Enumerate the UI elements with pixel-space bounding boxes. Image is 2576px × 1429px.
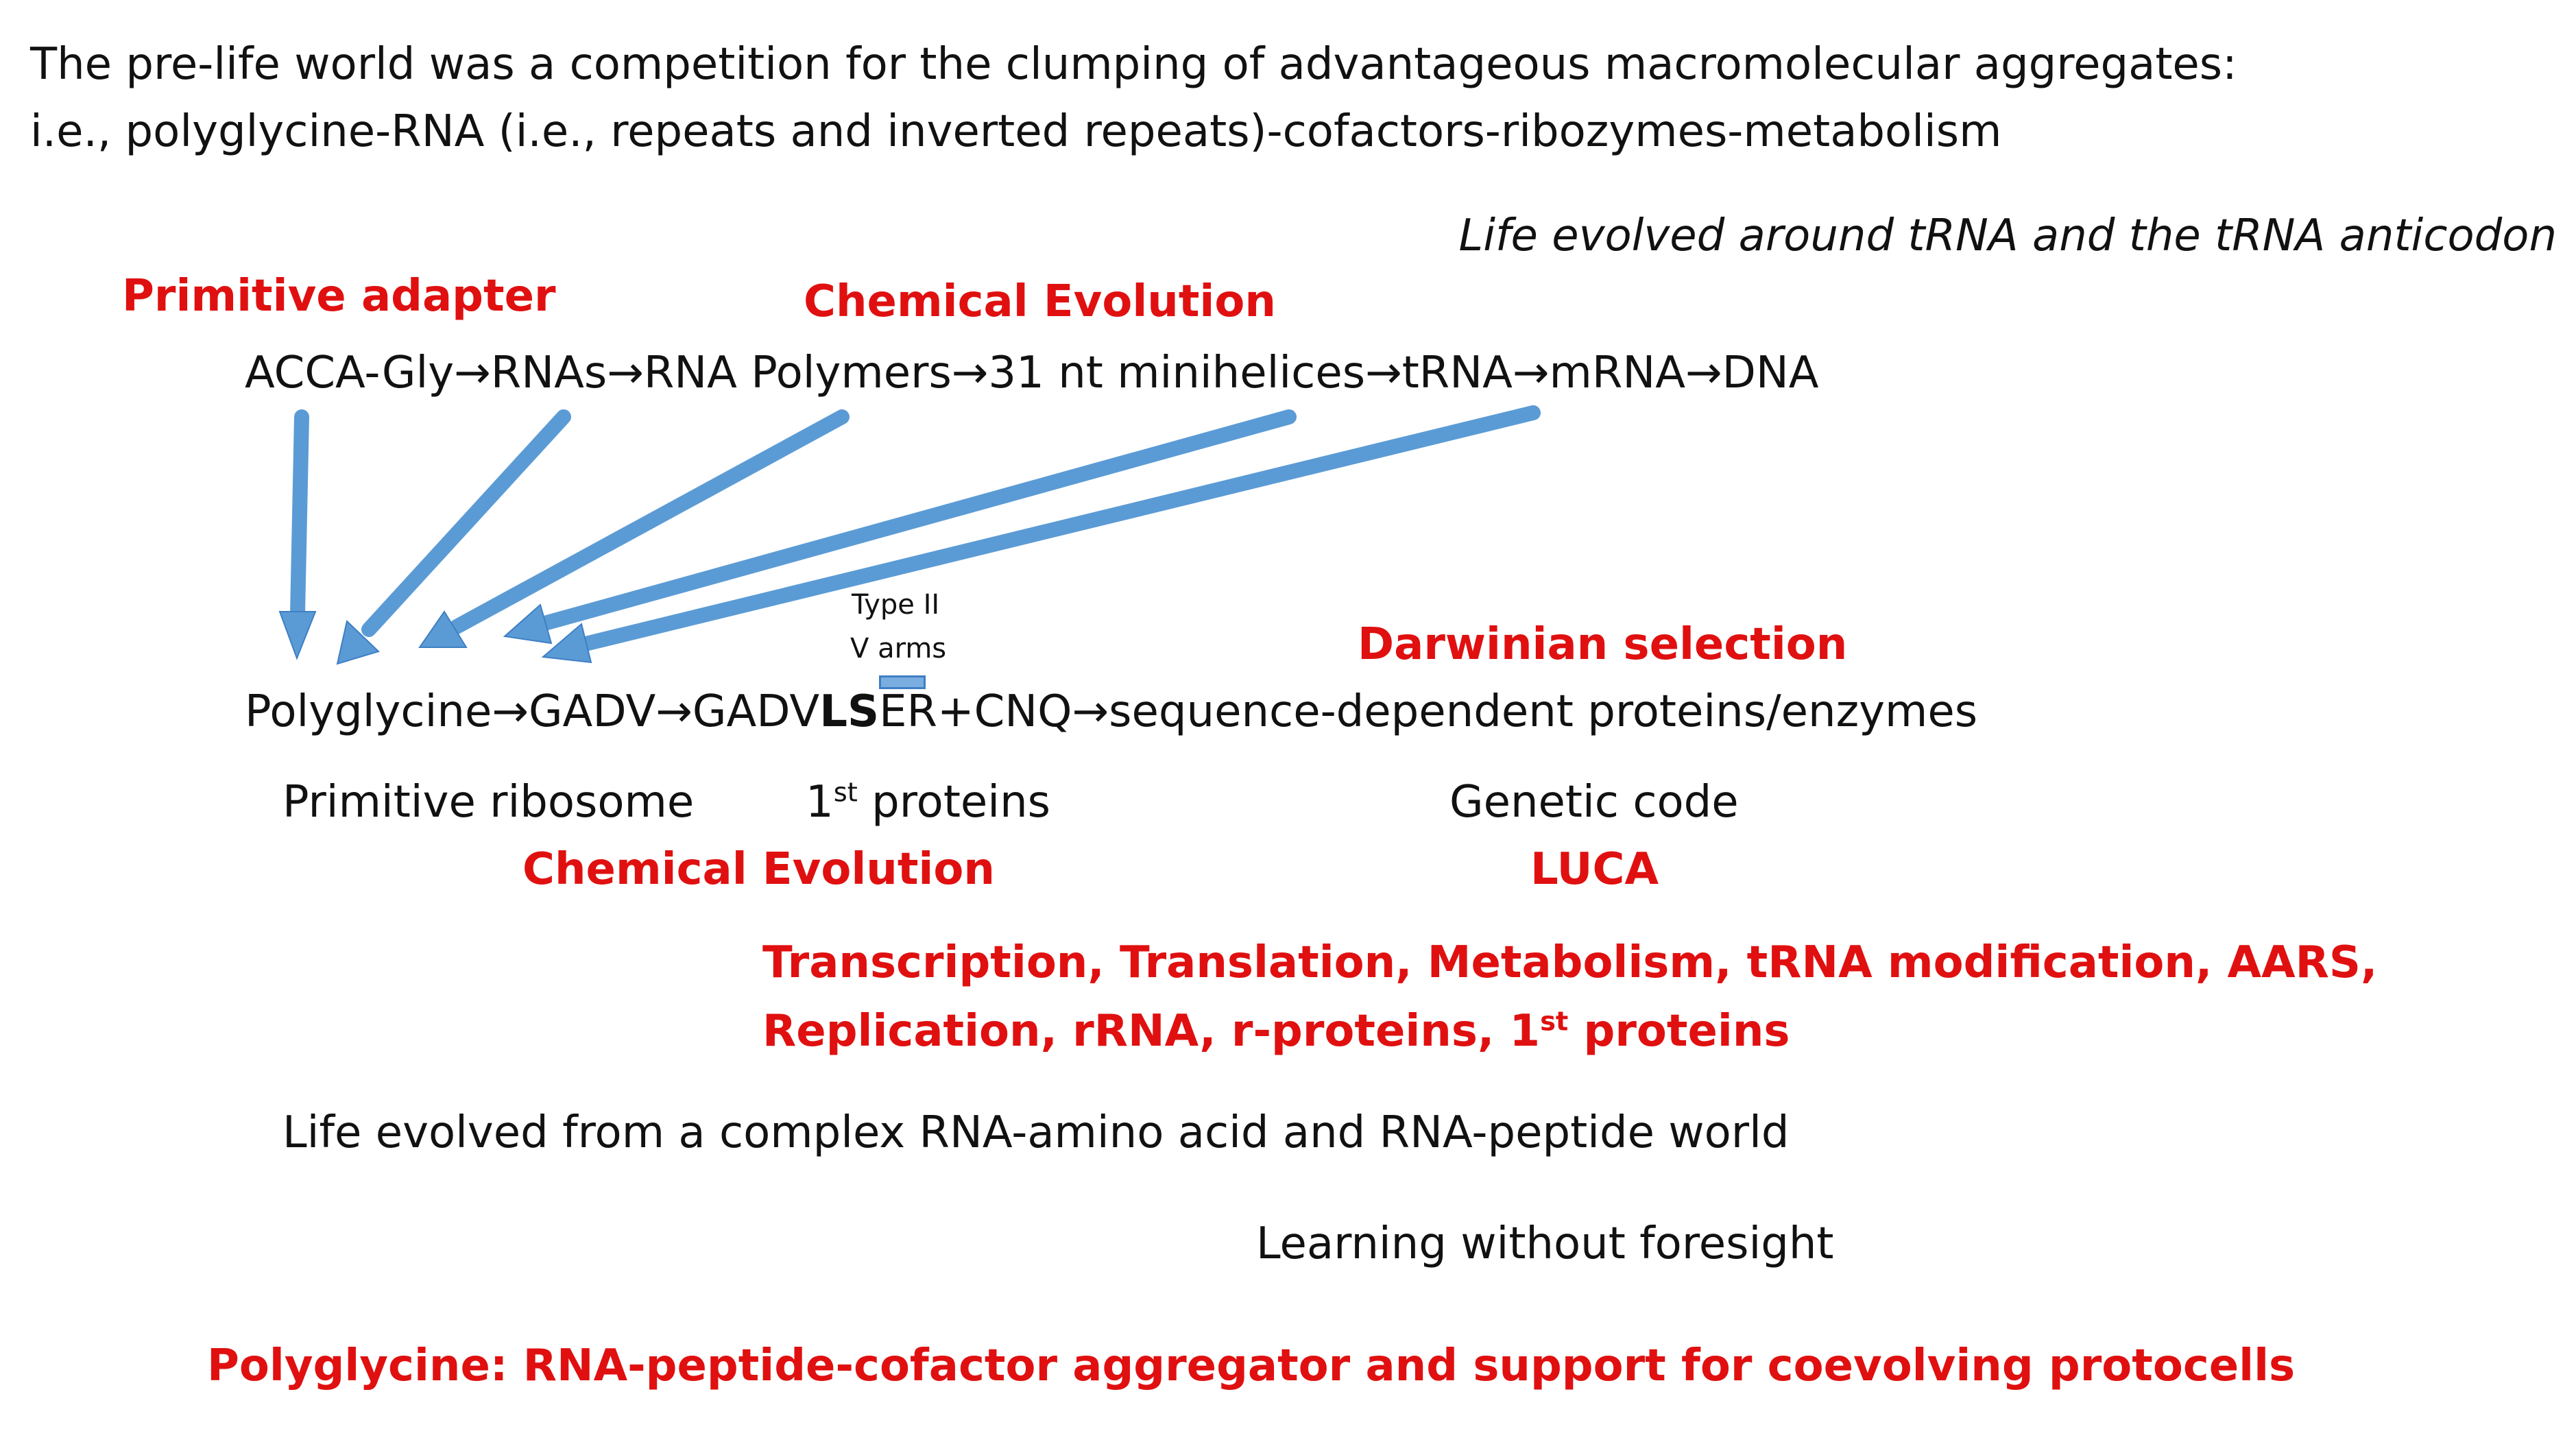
chemical-evolution-top-label: Chemical Evolution bbox=[804, 276, 1276, 327]
first-proteins-label: 1st proteins bbox=[806, 777, 1050, 828]
arrow-acca-to-polyglycine bbox=[278, 409, 317, 660]
arrow-rnapolymers-to-polyglycine bbox=[418, 409, 850, 648]
chemical-evolution-bottom-label: Chemical Evolution bbox=[522, 844, 995, 895]
v-arms-label: V arms bbox=[850, 633, 947, 664]
life-evolved-text: Life evolved from a complex RNA-amino ac… bbox=[282, 1107, 1790, 1158]
footer-text: Polyglycine: RNA-peptide-cofactor aggreg… bbox=[207, 1341, 2296, 1391]
learning-text: Learning without foresight bbox=[1256, 1218, 1834, 1269]
header-line-1: The pre-life world was a competition for… bbox=[30, 39, 2237, 90]
v-arms-marker bbox=[879, 675, 926, 689]
processes-line-2: Replication, rRNA, r-proteins, 1st prote… bbox=[762, 1006, 1790, 1057]
protein-chain: Polyglycine→GADV→GADVLSER+CNQ→sequence-d… bbox=[245, 690, 1977, 734]
protein-chain-bold: LS bbox=[819, 686, 880, 737]
protein-chain-part2: ER+CNQ→sequence-dependent proteins/enzym… bbox=[879, 686, 1978, 737]
arrow-trna-to-polyglycine bbox=[541, 405, 1541, 664]
protein-chain-part1: Polyglycine→GADV→GADV bbox=[245, 686, 820, 737]
arrow-minihelices-to-polyglycine bbox=[503, 409, 1297, 645]
type-ii-label: Type II bbox=[852, 589, 940, 621]
genetic-code-label: Genetic code bbox=[1449, 777, 1739, 828]
darwinian-selection-label: Darwinian selection bbox=[1358, 619, 1848, 670]
header-line-2: i.e., polyglycine-RNA (i.e., repeats and… bbox=[30, 106, 2002, 157]
arrow-rnas-to-polyglycine bbox=[336, 409, 571, 665]
italic-note: Life evolved around tRNA and the tRNA an… bbox=[1458, 211, 2557, 261]
rna-chain: ACCA-Gly→RNAs→RNA Polymers→31 nt minihel… bbox=[245, 348, 1819, 398]
luca-label: LUCA bbox=[1530, 844, 1659, 895]
primitive-ribosome-label: Primitive ribosome bbox=[282, 777, 695, 828]
processes-line-1: Transcription, Translation, Metabolism, … bbox=[762, 937, 2378, 988]
primitive-adapter-label: Primitive adapter bbox=[122, 271, 556, 322]
